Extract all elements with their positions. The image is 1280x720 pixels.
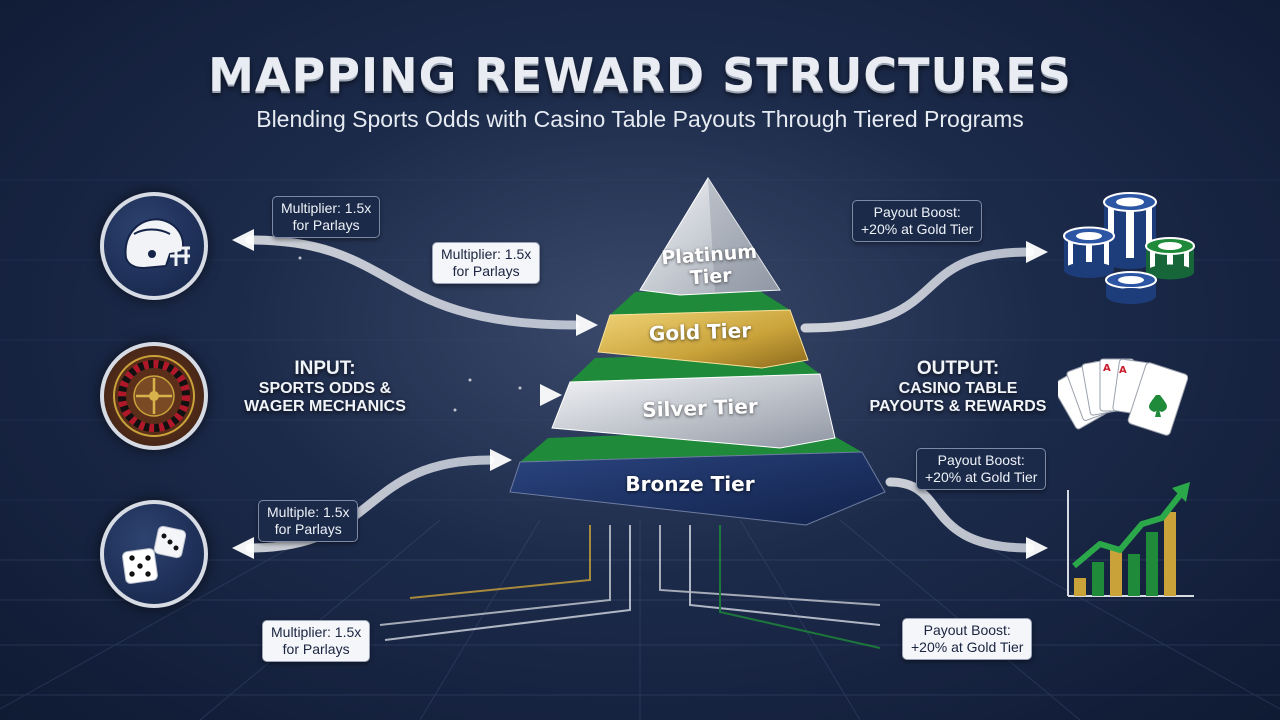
arrowhead-dice [232, 537, 254, 559]
label-payout-top-right: Payout Boost:+20% at Gold Tier [852, 200, 983, 242]
arrowhead-growth [1026, 537, 1048, 559]
casino-chips-icon [1063, 192, 1195, 304]
bronze-tier-top [520, 428, 862, 462]
arrow-gold-to-chips [800, 247, 1035, 333]
arrow-bronze-to-growth [885, 477, 1035, 553]
arrowhead-gold [576, 314, 598, 336]
platinum-tier-label: Platinum Tier [660, 240, 758, 290]
arrowhead-helmet [232, 229, 254, 251]
svg-text:A: A [1103, 363, 1111, 374]
gold-tier-label: Gold Tier [648, 318, 752, 346]
silver-tier-label: Silver Tier [641, 393, 759, 423]
growth-chart-icon [1067, 482, 1194, 597]
roulette-wheel-icon [113, 355, 195, 437]
svg-text:A: A [1119, 365, 1127, 376]
arrowhead-bronze [490, 449, 512, 471]
silver-tier-top [570, 352, 820, 382]
page-subtitle: Blending Sports Odds with Casino Table P… [256, 106, 1024, 132]
roulette-circle [100, 342, 208, 450]
output-description: OUTPUT: CASINO TABLE PAYOUTS & REWARDS [869, 358, 1047, 415]
arrowhead-chips [1026, 241, 1048, 263]
label-payout-mid-right: Payout Boost:+20% at Gold Tier [916, 448, 1047, 490]
helmet-circle [100, 192, 208, 300]
label-payout-bottom-right: Payout Boost:+20% at Gold Tier [902, 618, 1033, 660]
bronze-tier-label: Bronze Tier [625, 472, 755, 496]
dice-circle [100, 500, 208, 608]
page-title: MAPPING REWARD STRUCTURES [208, 48, 1072, 102]
input-description: INPUT: SPORTS ODDS & WAGER MECHANICS [244, 358, 406, 415]
football-helmet-icon [124, 218, 190, 270]
dice-icon [122, 525, 187, 584]
gold-tier-top [610, 288, 790, 315]
arrowhead-silver [540, 384, 562, 406]
